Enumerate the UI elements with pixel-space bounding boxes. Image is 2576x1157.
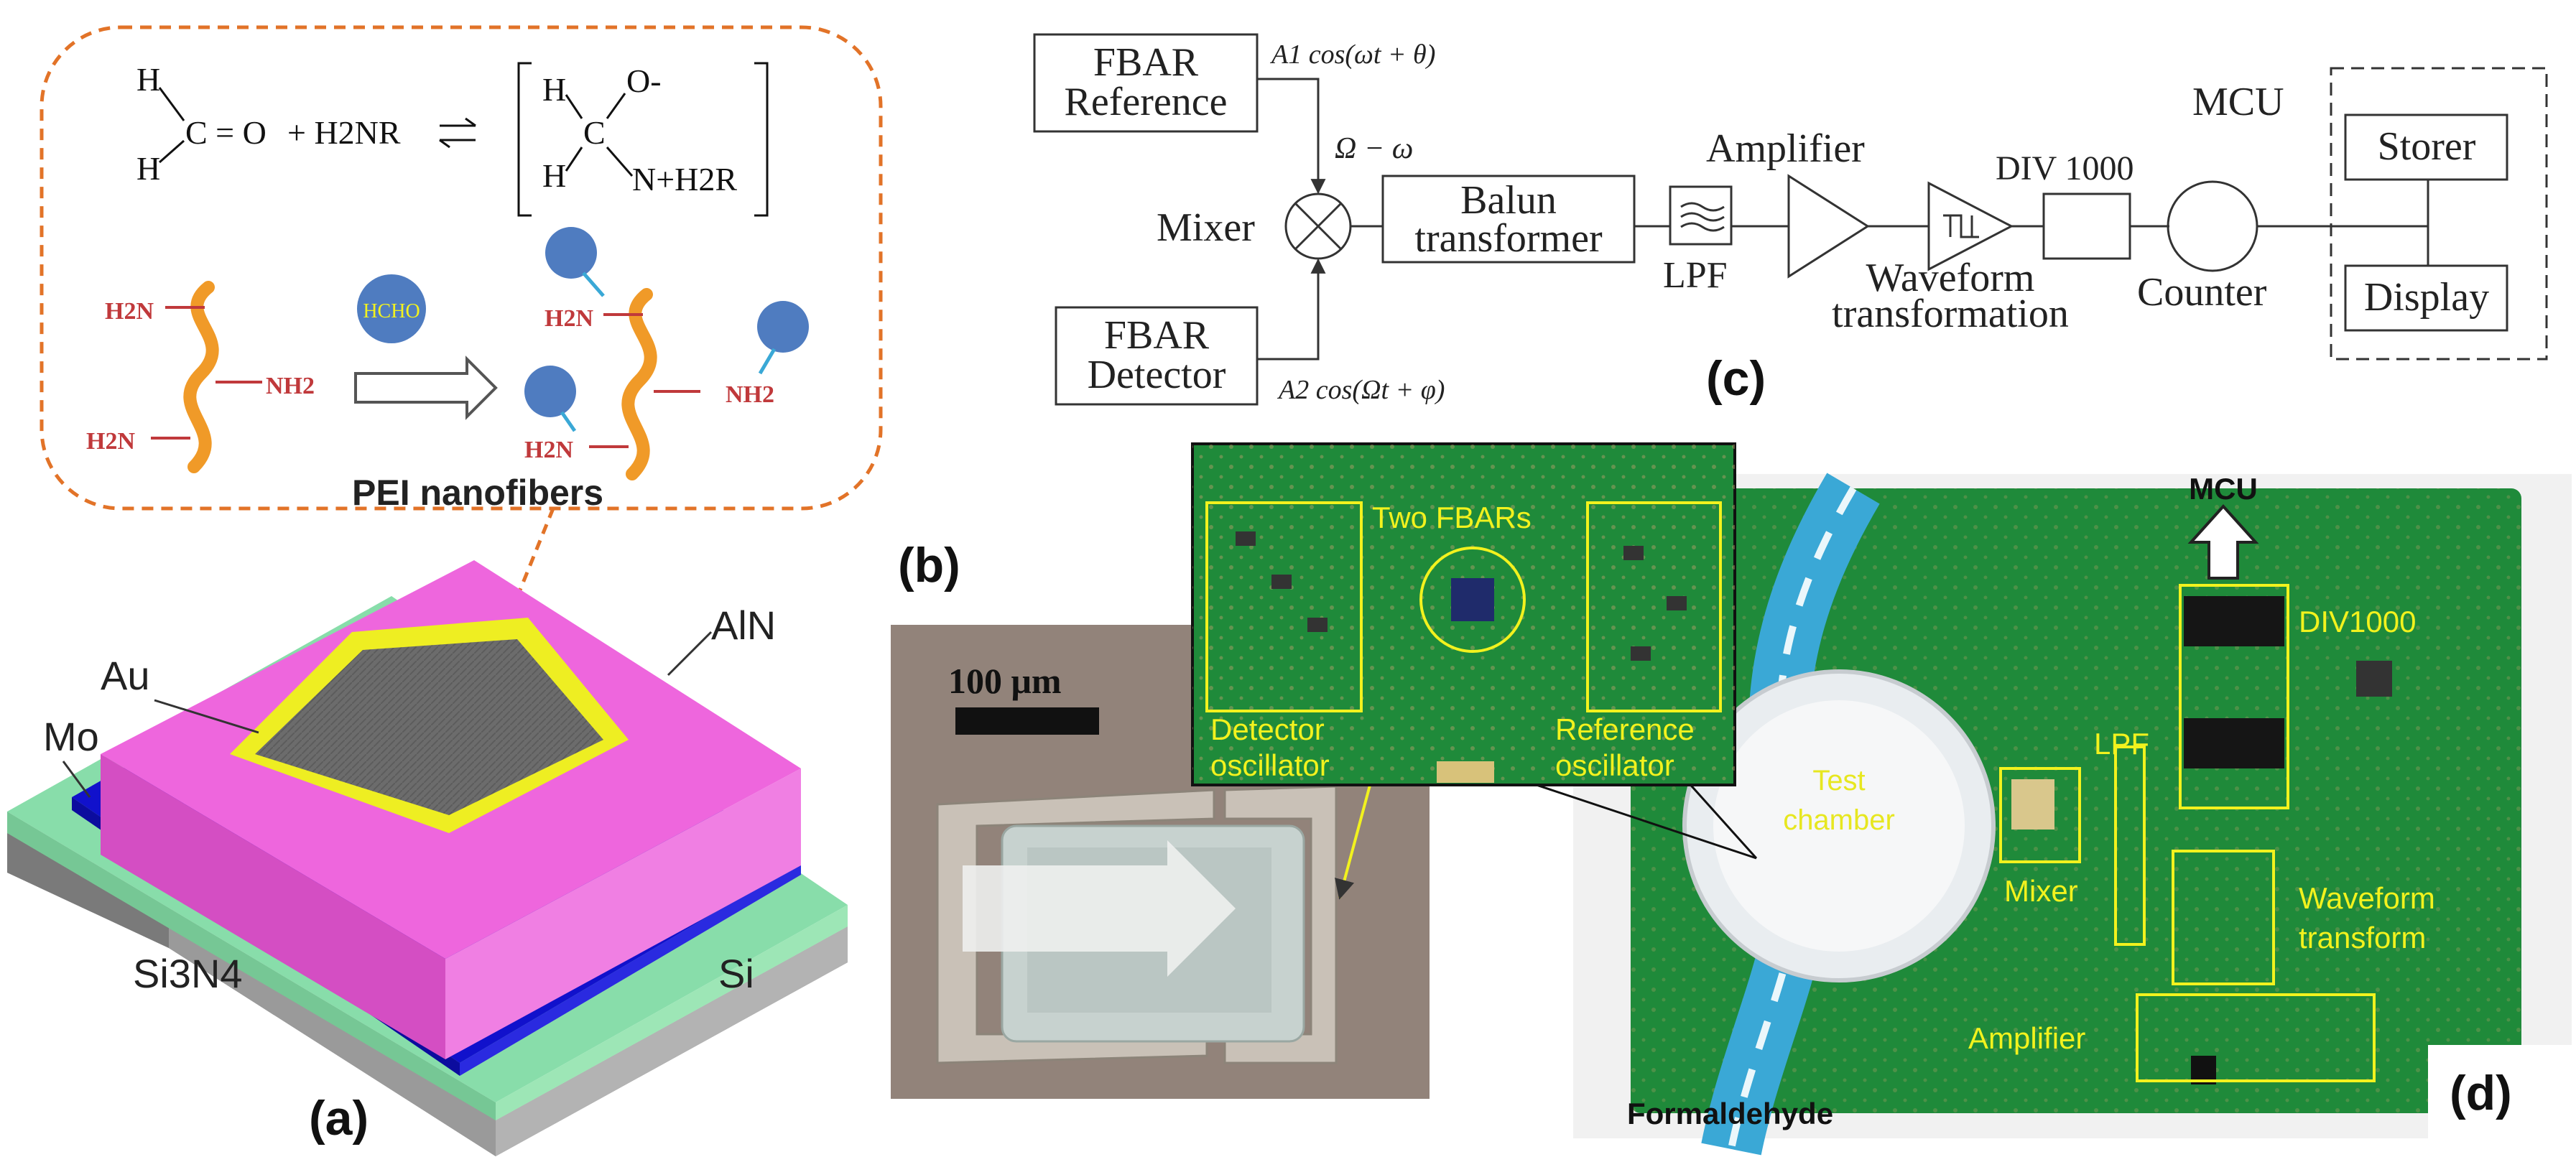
scale-bar-label: 100 μm — [948, 661, 1062, 701]
reaction-equation: H H C = O + H2NR H H C O- N+H2R — [136, 61, 769, 217]
pei-h2n-top: H2N — [105, 298, 154, 325]
label-mo: Mo — [43, 714, 99, 759]
inset-reference-label-2: oscillator — [1555, 748, 1674, 782]
mcu-arrow-icon — [2187, 504, 2259, 580]
mcu-boundary — [2330, 67, 2548, 361]
pcb-mixer-label: Mixer — [2004, 874, 2078, 908]
inset-reference-box — [1586, 501, 1722, 712]
pei-h2n-bottom: H2N — [86, 428, 135, 455]
inset-border — [40, 25, 883, 511]
pei-after-nh2-mid: NH2 — [726, 381, 774, 408]
label-aln: AlN — [711, 603, 776, 648]
omega-diff-label: Ω − ω — [1335, 132, 1413, 165]
block-display — [2344, 264, 2508, 332]
block-balun — [1381, 175, 1636, 264]
panel-c-label: (c) — [1706, 351, 1766, 406]
arrow-electrode — [963, 840, 1236, 977]
mixer-label: Mixer — [1157, 205, 1255, 250]
inset-title: PEI nanofibers — [352, 473, 603, 513]
reactant-carbonyl: C = O — [185, 114, 267, 151]
pcb-waveform-label-2: transform — [2299, 921, 2426, 954]
schmitt-symbol — [1927, 181, 2014, 271]
pcb-mcu-label: MCU — [2189, 472, 2258, 506]
pcb-amplifier-label: Amplifier — [1968, 1021, 2085, 1055]
reaction-arrow-icon — [354, 356, 498, 420]
inset-two-fbars-label: Two FBARs — [1372, 501, 1532, 534]
panel-b-label: (b) — [898, 538, 960, 593]
inset-fbar-circle — [1419, 547, 1526, 653]
block-storer — [2344, 113, 2508, 181]
callout-amplifier — [2136, 993, 2376, 1082]
waveform-line2: transformation — [1832, 292, 2069, 336]
signal-2-label: A2 cos(Ωt + φ) — [1277, 375, 1445, 405]
mcu-label: MCU — [2192, 80, 2284, 124]
div1000-label: DIV 1000 — [1996, 149, 2133, 187]
panel-d: Test chamber MCU DIV1000 LPF Mixer Wavef… — [1191, 442, 2572, 1156]
intermediate-nh2r: N+H2R — [632, 161, 737, 198]
callout-lpf — [2114, 745, 2146, 946]
reactant-h-top: H — [136, 61, 160, 98]
callout-waveform — [2172, 850, 2275, 985]
balun-line2: transformer — [1414, 216, 1603, 261]
fbar-device — [7, 560, 848, 1156]
fbar-reference-line1: FBAR — [1093, 40, 1199, 85]
pcb-lpf-label: LPF — [2094, 727, 2149, 761]
panel-c — [1033, 33, 2548, 406]
panel-c-text: FBAR Reference FBAR Detector Balun trans… — [1065, 40, 2490, 406]
zoom-line-1 — [1508, 774, 1757, 860]
block-fbar-reference — [1033, 33, 1259, 133]
label-au: Au — [101, 653, 150, 698]
pei-scheme-before: H2N NH2 H2N — [86, 281, 315, 473]
fbar-reference-line2: Reference — [1065, 80, 1228, 124]
panel-a: H H C = O + H2NR H H C O- N+H2R — [7, 25, 883, 1156]
label-si3n4: Si3N4 — [133, 951, 243, 996]
pei-nh2-mid: NH2 — [266, 373, 315, 399]
callout-mixer — [1999, 767, 2081, 863]
block-lpf — [1669, 185, 1733, 246]
pcb-waveform-label-1: Waveform — [2299, 881, 2435, 915]
pei-scheme-after: H2N NH2 H2N — [524, 227, 809, 480]
display-label: Display — [2364, 275, 2489, 320]
fbar-detector-line1: FBAR — [1104, 313, 1210, 358]
reactant-h-bottom: H — [136, 150, 160, 187]
inset-detector-box — [1205, 501, 1363, 712]
pcb-div-label: DIV1000 — [2299, 605, 2416, 638]
pei-after-h2n-top: H2N — [545, 305, 593, 332]
panel-d-label: (d) — [2450, 1066, 2512, 1120]
pcb-inset: Two FBARs Detector oscillator Reference … — [1191, 442, 1736, 786]
block-div1000 — [2042, 192, 2131, 260]
waveform-line1: Waveform — [1866, 256, 2035, 300]
intermediate-h-bottom: H — [542, 157, 566, 194]
formaldehyde-label: Formaldehyde — [1627, 1097, 1833, 1130]
test-chamber-label-1: Test — [1812, 765, 1865, 796]
counter-symbol — [2167, 180, 2258, 272]
fbar-detector-line2: Detector — [1088, 353, 1226, 397]
panel-a-label: (a) — [309, 1091, 369, 1146]
signal-1-label: A1 cos(ωt + θ) — [1269, 40, 1435, 70]
lpf-label: LPF — [1663, 255, 1728, 296]
amplifier-label: Amplifier — [1706, 126, 1865, 171]
inset-detector-label-2: oscillator — [1210, 748, 1330, 782]
inset-detector-label-1: Detector — [1210, 712, 1325, 746]
intermediate-o-minus: O- — [626, 62, 662, 99]
counter-label: Counter — [2137, 270, 2267, 315]
hcho-molecule — [357, 274, 426, 343]
storer-label: Storer — [2378, 124, 2476, 169]
block-fbar-detector — [1055, 306, 1259, 406]
intermediate-c: C — [583, 114, 606, 151]
scale-bar — [955, 707, 1099, 735]
amplifier-symbol — [1787, 174, 1870, 279]
inset-reference-label-1: Reference — [1555, 712, 1695, 746]
intermediate-h-top: H — [542, 71, 566, 108]
pei-after-h2n-bottom: H2N — [524, 437, 573, 463]
callout-div1000 — [2179, 584, 2289, 809]
hcho-label: HCHO — [363, 300, 420, 322]
test-chamber-label-2: chamber — [1783, 804, 1895, 836]
label-si: Si — [718, 951, 754, 996]
reactant-amine: + H2NR — [287, 114, 401, 151]
balun-line1: Balun — [1460, 178, 1557, 223]
